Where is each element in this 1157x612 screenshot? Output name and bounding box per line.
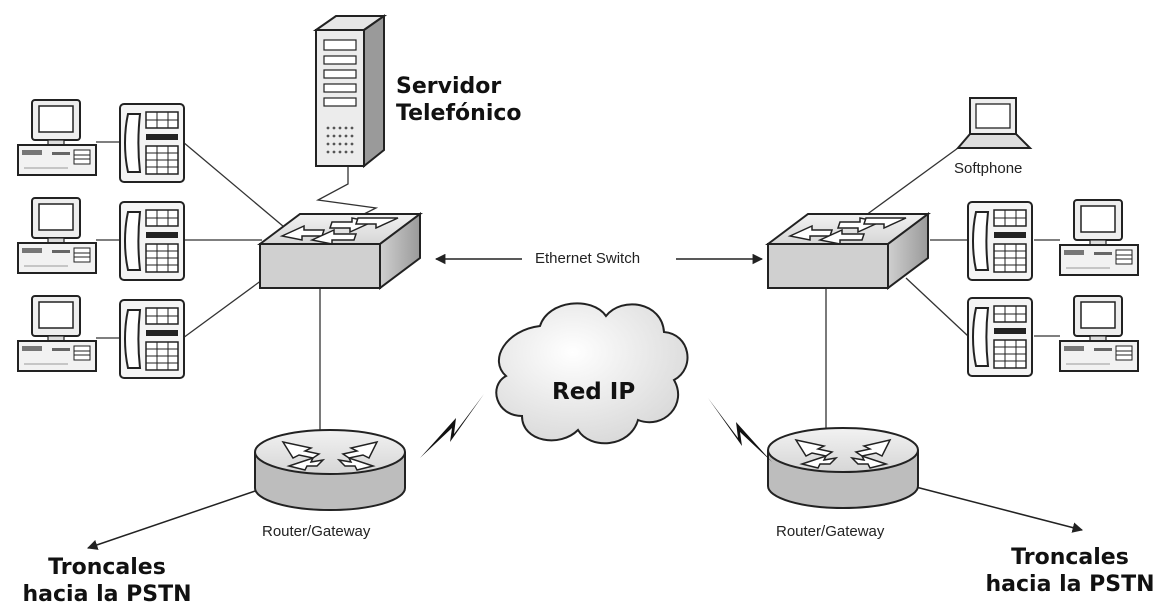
ethernet-switch-right-icon [767,213,929,289]
link-phone-1 [182,141,291,233]
ethernet-switch-left-icon [259,213,421,289]
trunks-left-line1: Troncales [48,555,166,580]
connection-lines [96,141,1060,430]
pc-icon [1059,199,1139,276]
router-left-label: Router/Gateway [262,523,371,540]
pc-icon [17,197,97,274]
ip-cloud-icon [495,302,689,445]
softphone-label: Softphone [954,160,1023,177]
trunks-left-line2: hacia la PSTN [22,581,192,607]
pc-icon [17,295,97,372]
trunks-right-label: Troncales hacia la PSTN [985,545,1155,599]
trunks-left-label: Troncales hacia la PSTN [22,555,192,609]
pc-icon [1059,295,1139,372]
wan-link-left-icon [420,394,484,458]
softphone-laptop-icon [955,97,1033,149]
ip-phone-icon [119,103,185,183]
ip-phone-icon [967,297,1033,377]
server-label-line1: Servidor [396,74,502,99]
link-phone-3 [182,279,263,339]
router-right-label: Router/Gateway [776,523,885,540]
link-softphone [861,147,959,219]
server-icon [312,14,388,169]
trunk-arrow-right [911,485,1084,533]
ip-phone-icon [119,201,185,281]
trunk-arrow-left [87,489,259,550]
ethernet-switch-label: Ethernet Switch [531,250,645,267]
server-label-line2: Telefónico [396,100,522,126]
router-left-icon [254,429,406,511]
wan-link-right-icon [708,398,772,462]
server-label: Servidor Telefónico [396,74,522,128]
ip-phone-icon [119,299,185,379]
cloud-label: Red IP [552,379,636,405]
ip-phone-icon [967,201,1033,281]
pc-icon [17,99,97,176]
trunks-right-line2: hacia la PSTN [985,571,1155,597]
trunks-right-line1: Troncales [1011,545,1129,570]
router-right-icon [767,427,919,509]
